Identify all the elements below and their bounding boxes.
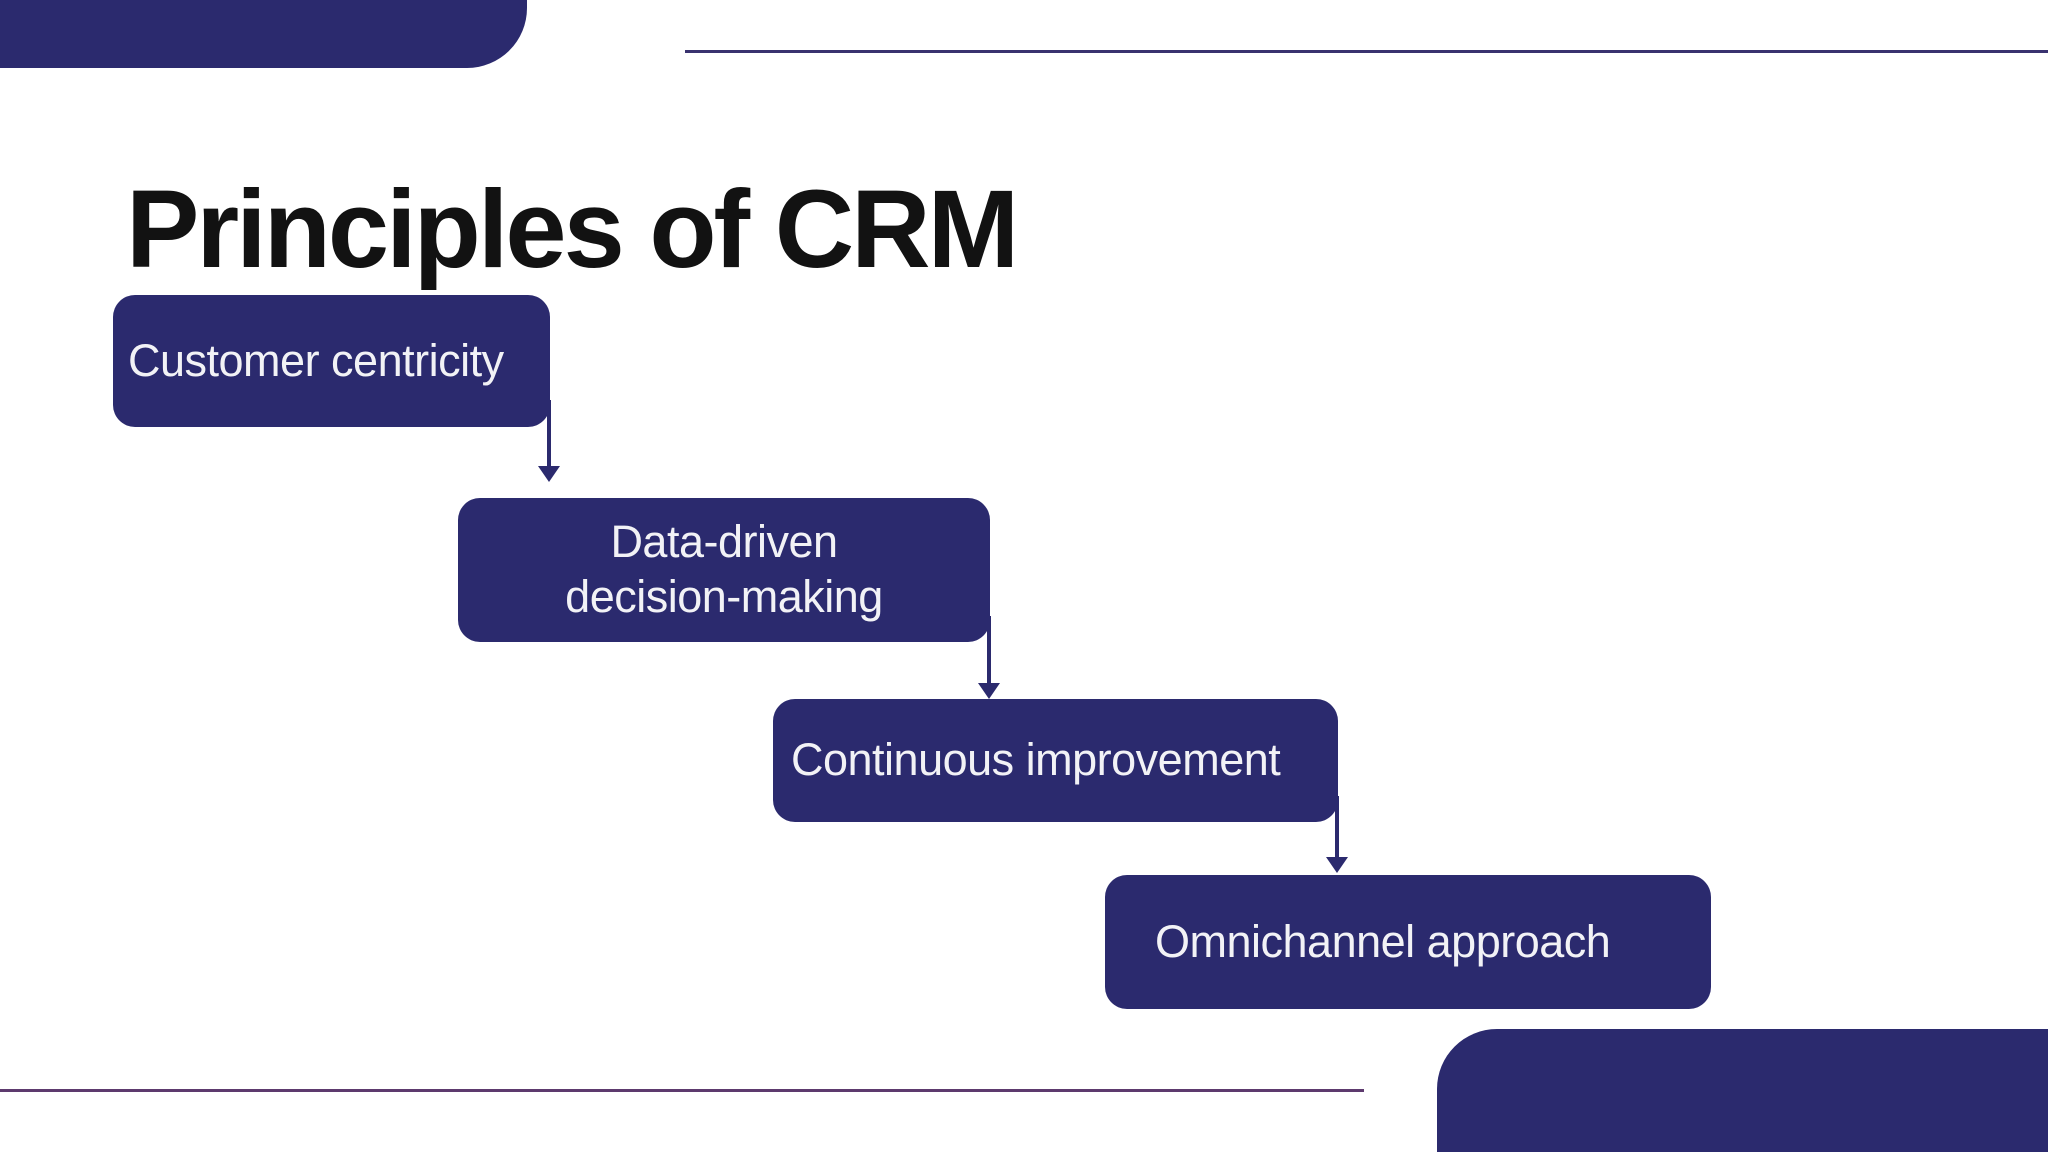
down-arrow-connector-2-shaft [987, 616, 991, 685]
bottom-divider-line [0, 1089, 1364, 1092]
flow-node-continuous-improvement: Continuous improvement [773, 699, 1338, 822]
top-divider-line [685, 50, 2048, 53]
flow-node-label: Continuous improvement [791, 734, 1281, 786]
flow-node-omnichannel-approach: Omnichannel approach [1105, 875, 1711, 1009]
page-title: Principles of CRM [126, 167, 1019, 291]
bottom-right-corner-shape [1437, 1029, 2048, 1152]
flow-node-label: Customer centricity [128, 334, 504, 386]
flow-node-data-driven-decision-making: Data-driven decision-making [458, 498, 990, 642]
top-left-corner-shape [0, 0, 527, 68]
flow-node-label: Omnichannel approach [1155, 915, 1611, 967]
flow-node-label: Data-driven decision-making [565, 516, 883, 622]
down-arrow-connector-3-shaft [1335, 796, 1339, 859]
down-arrow-connector-3-head [1326, 857, 1348, 873]
down-arrow-connector-2-head [978, 683, 1000, 699]
flow-node-customer-centricity: Customer centricity [113, 295, 550, 427]
down-arrow-connector-1-head [538, 466, 560, 482]
down-arrow-connector-1-shaft [547, 400, 551, 467]
